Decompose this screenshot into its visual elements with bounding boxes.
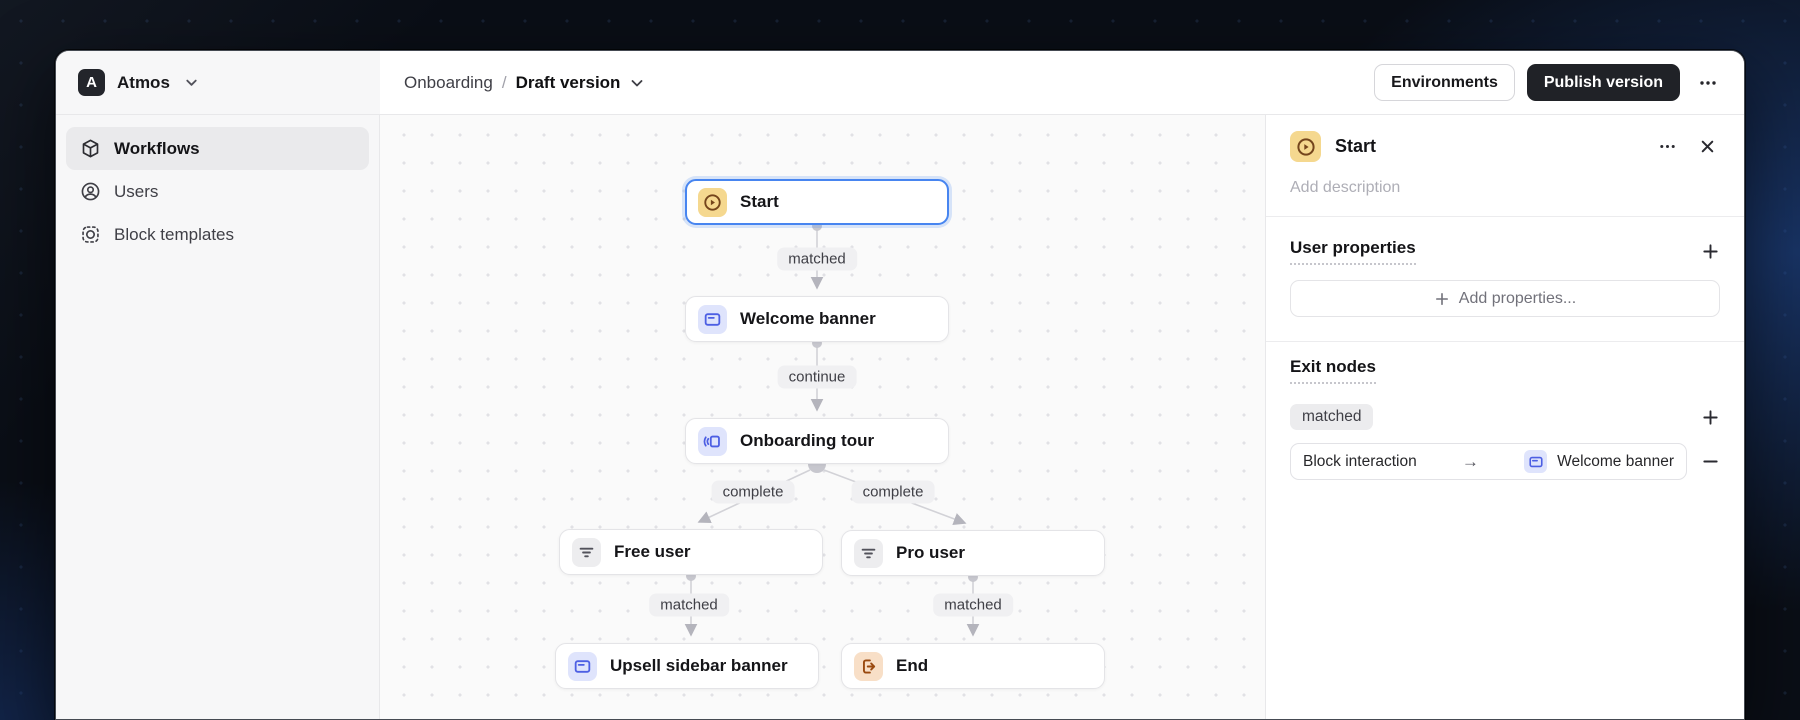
- node-pro-user[interactable]: Pro user: [841, 530, 1105, 576]
- chevron-down-icon[interactable]: [629, 75, 645, 91]
- chevron-down-icon: [182, 73, 202, 93]
- divider: [1266, 341, 1744, 342]
- exit-nodes-heading: Exit nodes: [1290, 357, 1376, 384]
- cube-icon: [80, 138, 101, 159]
- node-welcome-banner[interactable]: Welcome banner: [685, 296, 949, 342]
- play-circle-icon: [698, 187, 727, 217]
- sidebar-item-workflows[interactable]: Workflows: [66, 127, 369, 170]
- breadcrumb-separator: /: [501, 72, 507, 92]
- divider: [1266, 216, 1744, 217]
- node-label: Upsell sidebar banner: [610, 656, 788, 675]
- close-icon[interactable]: [1694, 134, 1720, 160]
- edge-label[interactable]: matched: [777, 247, 857, 271]
- add-properties-button[interactable]: Add properties...: [1290, 280, 1720, 317]
- node-label: Welcome banner: [740, 309, 876, 328]
- edge-label[interactable]: matched: [649, 593, 729, 617]
- node-free-user[interactable]: Free user: [559, 529, 823, 575]
- exit-nodes-section-header: Exit nodes: [1290, 357, 1720, 384]
- exit-icon: [854, 651, 883, 681]
- interaction-mapping[interactable]: Block interaction → Welcome banner: [1290, 443, 1687, 480]
- interaction-target: Welcome banner: [1557, 452, 1674, 470]
- sidebar: Workflows Users Block templates: [56, 115, 380, 719]
- block-template-icon: [80, 224, 101, 245]
- header: Onboarding / Draft version Environments …: [380, 51, 1744, 114]
- node-label: End: [896, 656, 929, 675]
- app-logo: A: [78, 69, 105, 96]
- workspace-name: Atmos: [117, 72, 170, 92]
- user-properties-section-header: User properties: [1290, 238, 1720, 265]
- banner-icon: [1524, 450, 1548, 473]
- header-actions: Environments Publish version: [1374, 64, 1724, 101]
- breadcrumb-workflow[interactable]: Onboarding: [404, 72, 493, 92]
- arrow-right-icon: →: [1461, 451, 1479, 471]
- sidebar-item-block-templates[interactable]: Block templates: [66, 213, 369, 256]
- play-circle-icon: [1290, 131, 1321, 162]
- plus-icon[interactable]: [1701, 242, 1720, 261]
- banner-icon: [568, 651, 597, 681]
- add-properties-label: Add properties...: [1458, 289, 1577, 307]
- edge-label[interactable]: matched: [933, 593, 1013, 617]
- edge-label[interactable]: complete: [851, 480, 935, 504]
- node-label: Pro user: [896, 543, 965, 562]
- workspace-switcher[interactable]: A Atmos: [56, 51, 380, 114]
- filter-icon: [572, 537, 601, 567]
- workflow-canvas[interactable]: Start Welcome banner Onboarding tour Fre…: [380, 115, 1265, 719]
- filter-icon: [854, 538, 883, 568]
- node-onboarding-tour[interactable]: Onboarding tour: [685, 418, 949, 464]
- node-start[interactable]: Start: [685, 179, 949, 225]
- exit-interaction-row: Block interaction → Welcome banner: [1290, 443, 1720, 480]
- breadcrumb: Onboarding / Draft version: [404, 73, 645, 93]
- description-input[interactable]: Add description: [1290, 179, 1401, 196]
- sidebar-item-label: Users: [114, 181, 159, 201]
- breadcrumb-version[interactable]: Draft version: [515, 72, 621, 92]
- banner-icon: [698, 304, 727, 334]
- app-window: A Atmos Onboarding / Draft version Envir…: [55, 50, 1745, 720]
- add-exit-interaction-icon[interactable]: [1701, 408, 1720, 427]
- plus-icon: [1435, 292, 1448, 305]
- more-options-icon[interactable]: [1692, 67, 1724, 99]
- node-label: Free user: [614, 542, 691, 561]
- top-bar: A Atmos Onboarding / Draft version Envir…: [56, 51, 1744, 115]
- exit-label-tag[interactable]: matched: [1290, 404, 1374, 430]
- sidebar-item-label: Workflows: [114, 138, 200, 158]
- interaction-event: Block interaction: [1303, 452, 1417, 470]
- publish-version-button[interactable]: Publish version: [1526, 64, 1680, 101]
- edge-label[interactable]: complete: [711, 480, 795, 504]
- inspector-title: Start: [1335, 136, 1377, 156]
- inspector-panel: Start Add description User properties: [1265, 115, 1744, 719]
- more-options-icon[interactable]: [1654, 134, 1680, 160]
- exit-node-row: matched: [1290, 404, 1720, 430]
- node-end[interactable]: End: [841, 643, 1105, 689]
- user-properties-heading: User properties: [1290, 238, 1416, 265]
- sidebar-item-label: Block templates: [114, 224, 234, 244]
- edge-label[interactable]: continue: [777, 365, 857, 389]
- user-circle-icon: [80, 181, 101, 202]
- environments-button[interactable]: Environments: [1374, 64, 1515, 101]
- tour-icon: [698, 426, 727, 456]
- node-label: Onboarding tour: [740, 431, 875, 450]
- node-upsell-sidebar-banner[interactable]: Upsell sidebar banner: [555, 643, 819, 689]
- inspector-header: Start: [1290, 131, 1720, 162]
- sidebar-item-users[interactable]: Users: [66, 170, 369, 213]
- node-label: Start: [740, 192, 779, 211]
- remove-interaction-icon[interactable]: [1701, 452, 1720, 471]
